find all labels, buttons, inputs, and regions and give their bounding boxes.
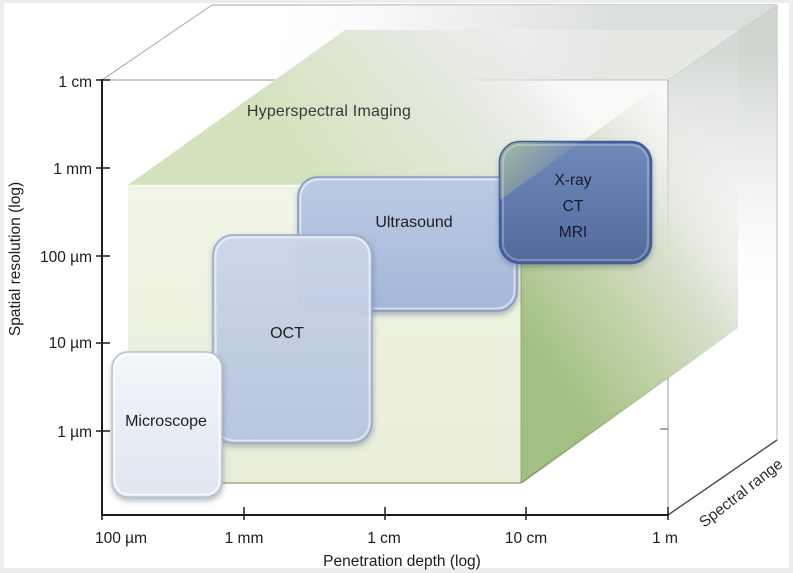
y-tick-1mm: 1 mm bbox=[53, 161, 92, 178]
microscope-box bbox=[111, 351, 223, 498]
x-tick-labels: 100 µm 1 mm 1 cm 10 cm 1 m bbox=[95, 530, 678, 547]
region-xray-ct-mri: X-ray CT MRI bbox=[498, 140, 653, 265]
microscope-box-rim bbox=[113, 353, 221, 496]
y-tick-1cm: 1 cm bbox=[58, 74, 92, 91]
x-axis-title: Penetration depth (log) bbox=[323, 553, 481, 570]
y-tick-100um: 100 µm bbox=[40, 249, 92, 266]
y-tick-1um: 1 µm bbox=[57, 424, 92, 441]
x-axis-ticks bbox=[101, 507, 669, 520]
oct-box-rim bbox=[214, 236, 371, 442]
z-axis-line bbox=[667, 439, 778, 516]
hyperspectral-bottom-right-diagonal bbox=[520, 327, 739, 484]
xray-box-green-overlay bbox=[500, 142, 581, 200]
y-tick-labels: 1 cm 1 mm 100 µm 10 µm 1 µm bbox=[40, 74, 92, 441]
x-tick-1m: 1 m bbox=[652, 530, 678, 547]
x-tick-10cm: 10 cm bbox=[505, 530, 547, 547]
xray-label-line2: CT bbox=[563, 198, 584, 215]
xray-label-line3: MRI bbox=[559, 224, 587, 241]
oct-box bbox=[212, 234, 373, 444]
x-tick-1mm: 1 mm bbox=[225, 530, 264, 547]
oct-label: OCT bbox=[270, 325, 304, 342]
hyperspectral-top-face bbox=[128, 30, 738, 185]
region-oct: OCT bbox=[212, 234, 373, 444]
ultrasound-label: Ultrasound bbox=[375, 214, 452, 231]
xray-label-line1: X-ray bbox=[554, 172, 591, 189]
y-axis-title: Spatial resolution (log) bbox=[7, 182, 24, 336]
x-tick-100um: 100 µm bbox=[95, 530, 147, 547]
y-axis-ticks bbox=[96, 79, 110, 432]
microscope-label: Microscope bbox=[125, 413, 207, 430]
xray-box-rim bbox=[502, 144, 649, 261]
hyperspectral-label: Hyperspectral Imaging bbox=[247, 103, 411, 120]
y-tick-10um: 10 µm bbox=[49, 335, 92, 352]
x-tick-1cm: 1 cm bbox=[367, 530, 401, 547]
region-microscope: Microscope bbox=[111, 351, 223, 498]
